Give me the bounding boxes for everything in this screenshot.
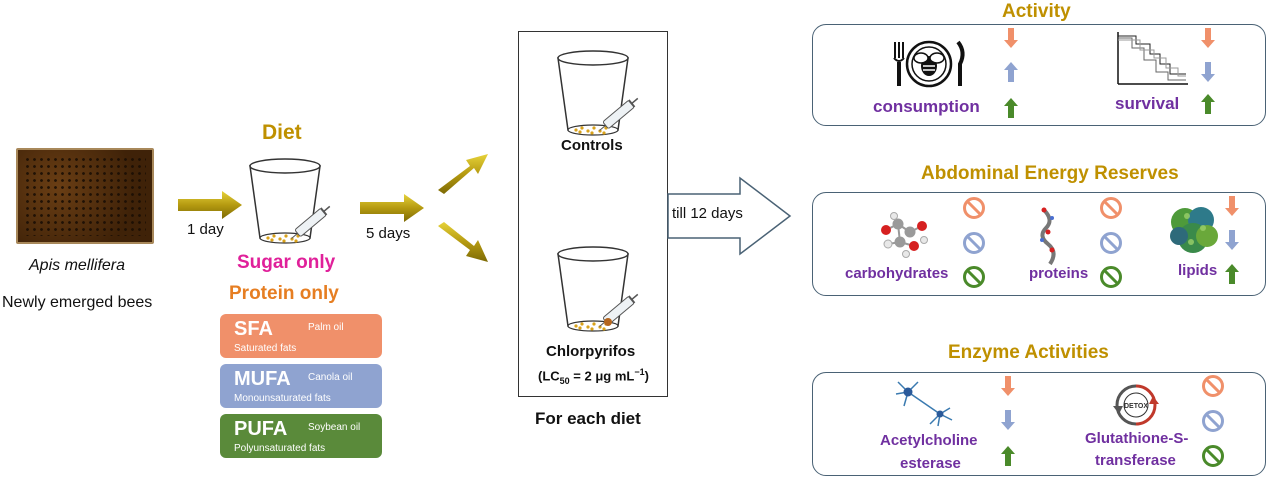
ache-label-line2: esterase (900, 455, 961, 472)
step-5days: 5 days (366, 225, 411, 242)
lipids-label: lipids (1178, 262, 1218, 279)
detox-icon-text: DETOX (1124, 403, 1148, 410)
bees-subtitle: Newly emerged bees (2, 294, 153, 311)
pufa-box: PUFA Soybean oil Polyunsaturated fats (220, 414, 382, 458)
diet-title: Diet (262, 121, 302, 144)
species-name: Apis mellifera (29, 257, 126, 274)
consumption-label: consumption (873, 97, 980, 116)
lipid-cluster-icon (1170, 207, 1218, 253)
enzyme-title: Enzyme Activities (948, 342, 1109, 363)
pufa-abbr: PUFA (234, 418, 288, 440)
mufa-desc: Monounsaturated fats (234, 393, 331, 404)
sugar-only-label: Sugar only (237, 252, 336, 273)
plate-bee-icon (893, 40, 965, 88)
carbohydrates-nochange-icons (963, 197, 985, 288)
pufa-desc: Polyunsaturated fats (234, 443, 326, 454)
survival-label: survival (1115, 94, 1180, 113)
protein-molecule-icon (1040, 207, 1056, 266)
controls-cup (557, 50, 642, 136)
mufa-oil: Canola oil (308, 372, 353, 383)
gold-arrow-to-chlorpyrifos (438, 222, 488, 262)
survival-curve-icon (1117, 32, 1188, 85)
gold-arrow-to-controls (438, 154, 488, 194)
for-each-diet-label: For each diet (535, 409, 641, 428)
sfa-abbr: SFA (234, 318, 273, 340)
mufa-abbr: MUFA (234, 368, 291, 390)
till-12days-label: till 12 days (672, 205, 743, 222)
consumption-trend-arrows (1004, 28, 1018, 118)
proteins-label: proteins (1029, 265, 1089, 282)
mufa-box: MUFA Canola oil Monounsaturated fats (220, 364, 382, 408)
sfa-desc: Saturated fats (234, 343, 297, 354)
chlorpyrifos-cup (557, 246, 642, 332)
beehive-frame-photo (16, 148, 154, 244)
survival-trend-arrows (1201, 28, 1215, 114)
proteins-nochange-icons (1100, 197, 1122, 288)
till-12days-arrow (667, 176, 792, 256)
neuron-icon (895, 381, 953, 427)
sfa-box: SFA Palm oil Saturated fats (220, 314, 382, 358)
protein-only-label: Protein only (229, 283, 339, 304)
activity-panel (812, 24, 1266, 126)
energy-title: Abdominal Energy Reserves (921, 163, 1179, 184)
carbohydrates-label: carbohydrates (845, 265, 949, 282)
gold-arrow-1day (178, 191, 242, 219)
gold-arrow-5days (360, 194, 424, 222)
pufa-oil: Soybean oil (308, 422, 361, 433)
gst-label-line2: transferase (1095, 452, 1176, 469)
lipids-trend-arrows (1225, 196, 1239, 284)
gst-label-line1: Glutathione-S- (1085, 430, 1189, 447)
step-1day: 1 day (187, 221, 224, 238)
diet-cup (249, 158, 334, 244)
detox-icon: DETOX (1113, 384, 1159, 426)
activity-title: Activity (1002, 1, 1071, 22)
chlorpyrifos-label: Chlorpyrifos (546, 343, 636, 360)
ache-label-line1: Acetylcholine (880, 432, 978, 449)
sfa-oil: Palm oil (308, 322, 344, 333)
ache-trend-arrows (1001, 376, 1015, 466)
gst-nochange-icons (1202, 375, 1224, 467)
enzyme-panel (812, 372, 1266, 476)
carbohydrate-molecule-icon (881, 212, 928, 258)
controls-label: Controls (561, 137, 623, 154)
lc50-label: (LC50 = 2 μg mL−1) (538, 367, 649, 386)
